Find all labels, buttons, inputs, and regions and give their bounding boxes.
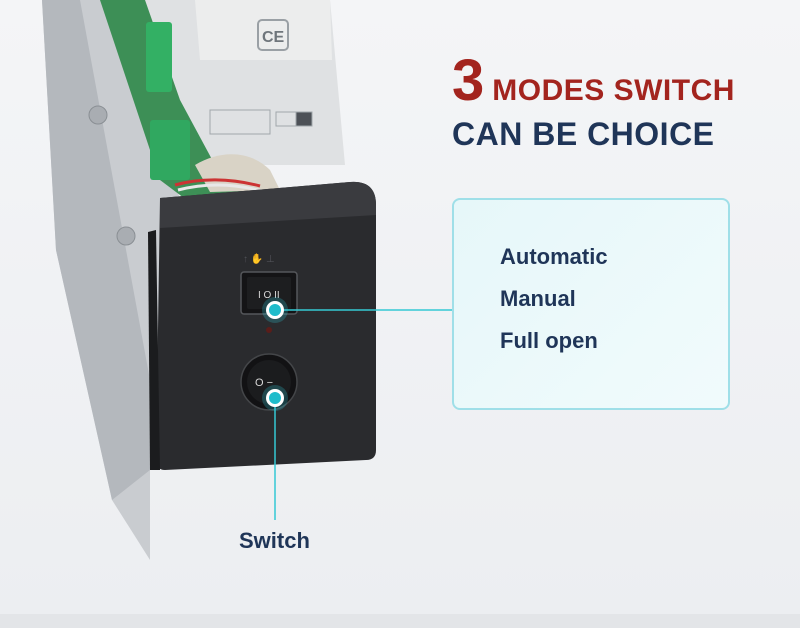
headline-line2: CAN BE CHOICE (452, 116, 715, 152)
housing-side (42, 0, 150, 500)
svg-text:↑ ✋ ⊥: ↑ ✋ ⊥ (243, 252, 275, 265)
svg-text:I O II: I O II (258, 290, 280, 301)
cable-bundle (195, 154, 280, 192)
svg-text:O −: O − (255, 377, 273, 389)
bottom-band (0, 614, 800, 628)
screw (88, 105, 108, 125)
modes-info-box: Automatic Manual Full open (452, 198, 730, 410)
indicator-led (266, 327, 272, 333)
mode-count: 3 (452, 48, 485, 113)
terminal-block (150, 120, 190, 180)
headline: 3 MODES SWITCH CAN BE CHOICE (452, 52, 735, 153)
switch-callout-dot (262, 385, 288, 411)
svg-text:CE: CE (262, 29, 285, 46)
switch-label: Switch (239, 528, 310, 553)
mode-full-open: Full open (500, 328, 598, 353)
mode-callout-dot (262, 297, 288, 323)
mode-automatic: Automatic (500, 244, 608, 269)
mode-manual: Manual (500, 286, 576, 311)
front-panel (156, 181, 376, 470)
headline-line1: MODES SWITCH (492, 74, 735, 107)
box-connector-diagram (209, 109, 313, 135)
headline-row1: 3 MODES SWITCH (452, 52, 735, 110)
